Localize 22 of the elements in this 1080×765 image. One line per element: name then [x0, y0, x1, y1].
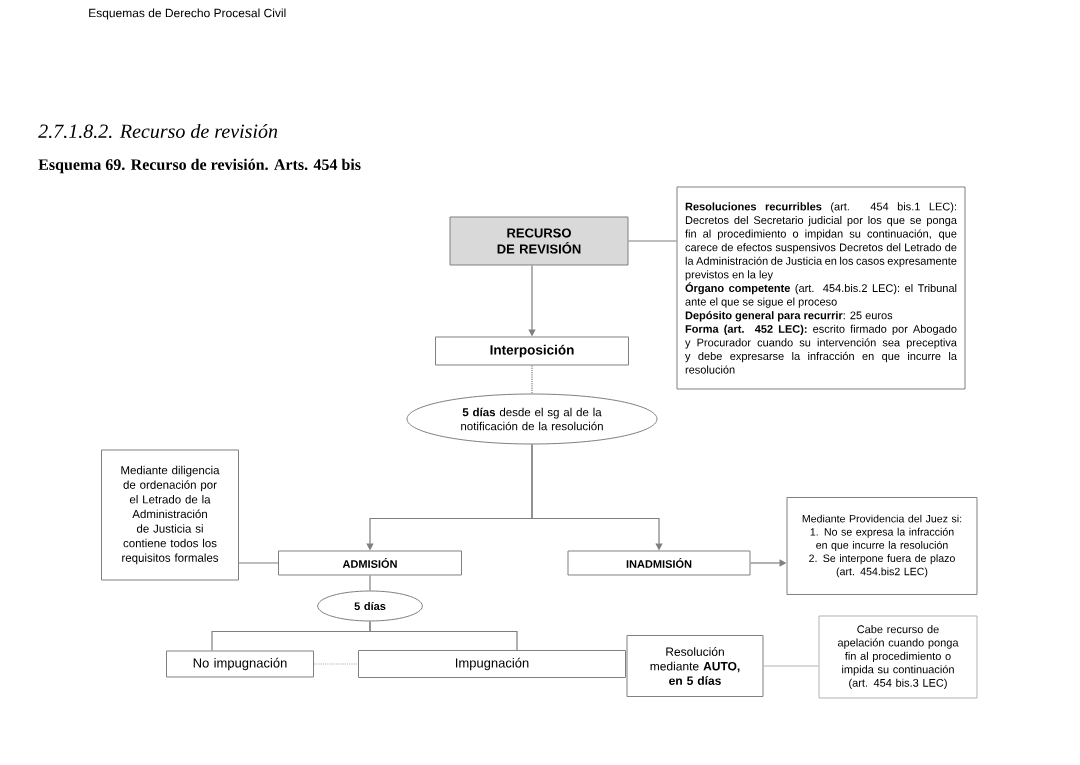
- connector-line: [238, 562, 279, 564]
- running-header: Esquemas de Derecho Procesal Civil: [89, 8, 286, 20]
- oval-node: 5 días: [317, 590, 423, 622]
- connector-line: [762, 665, 820, 667]
- process-box: ADMISIÓN: [278, 550, 462, 576]
- process-box: Impugnación: [358, 650, 626, 678]
- oval-node: 5 días desde el sg al de la notificación de la resolución: [406, 393, 658, 445]
- note-box: Mediante Providencia del Juez si: 1. No se expresa la infracción en que incurre la resolución 2. Se interpone fuera de plazo (art. 454.bis2 LEC): [786, 497, 978, 595]
- section-heading: 2.7.1.8.2. Recurso de revisión: [38, 123, 278, 139]
- connector-line: [627, 240, 678, 242]
- process-box: Resolución mediante AUTO, en 5 días: [626, 635, 764, 697]
- diagram-title: Esquema 69. Recurso de revisión. Arts. 454 bis: [38, 158, 361, 174]
- process-box: INADMISIÓN: [567, 550, 751, 576]
- note-box: Cabe recurso de apelación cuando ponga fin al procedimiento o impida su continuación (art. 454 bis.3 LEC): [818, 615, 978, 699]
- connector-line: [369, 620, 518, 651]
- note-box: Resoluciones recurribles (art. 454 bis.1 LEC): Decretos del Secretario judicial por los que se ponga fin al procedimiento o impidan su continuación, que carece de efectos suspensivos Decretos del Letrado de la Administración de Justicia en los casos expresamente previstos en la ley Órgano competente (art. 454.bis.2 LEC): el Tribunal ante el que se sigue el proceso Depósito general para recurrir: 25 euros Forma (art. 452 LEC): escrito firmado por Abogado y Procurador cuando su intervención sea preceptiva y debe expresarse la infracción en que incurre la resolución: [676, 186, 966, 390]
- process-box: Interposición: [435, 336, 629, 366]
- dotted-line: [531, 364, 533, 395]
- connector-line: [369, 574, 371, 592]
- heading-box: RECURSO DE REVISIÓN: [449, 216, 629, 266]
- note-box: Mediante diligencia de ordenación por el Letrado de la Administración de Justicia si contiene todos los requisitos formales: [101, 449, 239, 581]
- process-box: No impugnación: [166, 650, 314, 678]
